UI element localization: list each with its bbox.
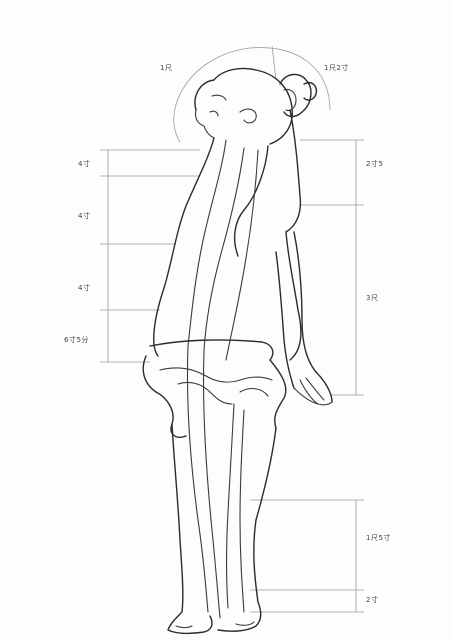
- figure-arm: [276, 232, 332, 405]
- label-head-right: 1尺2寸: [324, 63, 349, 72]
- label-right-2: 3尺: [366, 294, 378, 302]
- label-left-3: 4寸: [78, 283, 90, 292]
- figure-legs: [172, 404, 276, 612]
- left-dimension-lines: [100, 150, 200, 362]
- head-axis-line: [272, 46, 276, 80]
- label-right-1: 2寸5: [366, 159, 383, 168]
- label-left-2: 4寸: [78, 211, 90, 220]
- label-right-3: 1尺5寸: [366, 533, 391, 542]
- label-right-4: 2寸: [366, 595, 378, 604]
- figure-loincloth: [143, 340, 286, 437]
- label-head-left: 1尺: [160, 64, 172, 72]
- figure-head: [195, 68, 316, 144]
- right-dimension-lines: [250, 140, 364, 612]
- head-arc: [174, 48, 330, 142]
- label-left-4: 6寸5分: [64, 335, 89, 344]
- label-left-1: 4寸: [78, 159, 90, 168]
